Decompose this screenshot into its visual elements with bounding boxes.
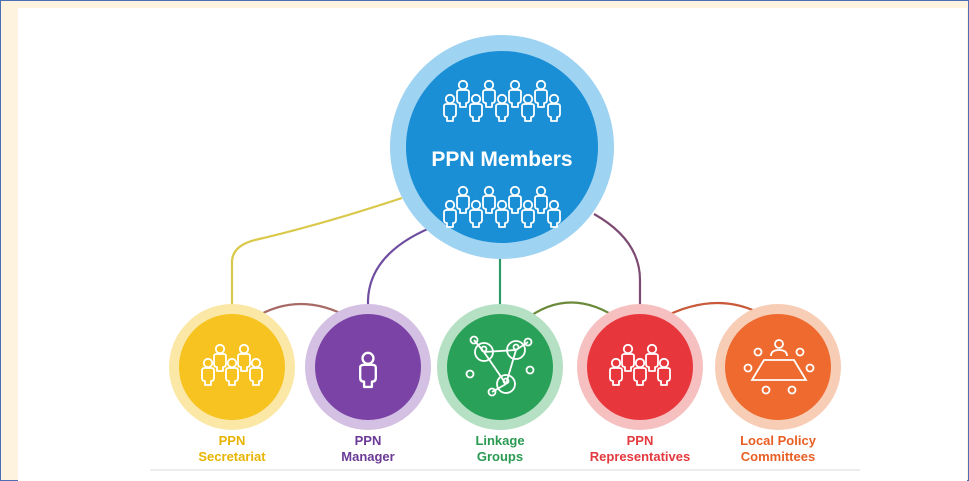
label-representatives: PPN Representatives [565,433,715,465]
center-node: PPN Members [390,35,614,259]
label-committees: Local Policy Committees [703,433,853,465]
label-secretariat: PPN Secretariat [157,433,307,465]
label-linkage-line2: Groups [476,449,524,464]
label-manager-line1: PPN [354,433,382,448]
node-linkage [437,304,563,430]
label-secretariat-line1: PPN [218,433,246,448]
node-manager [305,304,431,430]
label-secretariat-line2: Secretariat [198,449,266,464]
node-representatives [577,304,703,430]
label-representatives-line1: PPN [626,433,654,448]
label-linkage-line1: Linkage [475,433,525,448]
center-label: PPN Members [431,148,572,171]
connector-representatives [593,213,642,320]
label-committees-line1: Local Policy [740,433,816,448]
node-committees [715,304,841,430]
label-representatives-line2: Representatives [589,449,691,464]
meeting-table-icon [743,339,815,395]
node-secretariat [169,304,295,430]
label-committees-line2: Committees [740,449,816,464]
connector-manager [366,222,441,322]
label-manager-line2: Manager [341,449,395,464]
label-manager: PPN Manager [293,433,443,465]
connector-secretariat [230,196,403,315]
network-icon [465,335,535,397]
label-linkage: Linkage Groups [425,433,575,465]
